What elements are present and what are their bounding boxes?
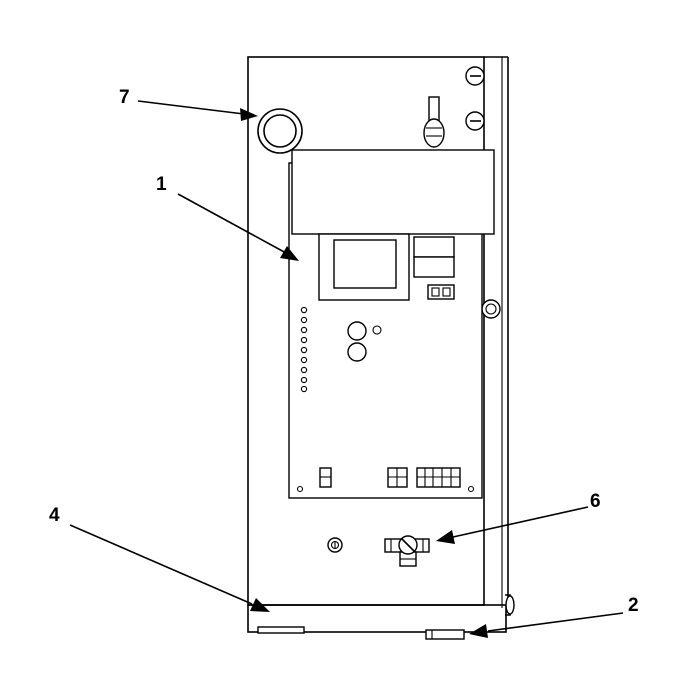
control-board-item-1 xyxy=(288,149,495,499)
callout-labels: 7 1 4 6 2 xyxy=(49,87,639,616)
top-cable-fitting xyxy=(423,96,445,148)
side-bolt-upper xyxy=(465,66,485,86)
valve-fitting-item-6 xyxy=(384,535,430,567)
two-pin-connector xyxy=(427,284,455,300)
four-pin-connector xyxy=(387,467,408,488)
panel-screw xyxy=(327,537,343,553)
small-connector xyxy=(319,467,332,488)
callout-4: 4 xyxy=(49,505,60,526)
multi-pin-connector xyxy=(416,467,461,488)
callout-7: 7 xyxy=(119,87,130,108)
leader-lines xyxy=(69,100,624,638)
transformer-block xyxy=(318,233,410,301)
cabinet-enclosure xyxy=(247,56,515,634)
relay-pair xyxy=(413,236,455,278)
capacitors xyxy=(347,321,382,362)
led-indicator-column xyxy=(300,306,308,393)
callout-2: 2 xyxy=(628,595,639,616)
callout-6: 6 xyxy=(590,491,601,512)
bottom-latch-item-2 xyxy=(425,629,465,640)
side-bolt-middle xyxy=(465,111,485,131)
round-port-item-7 xyxy=(257,108,303,154)
callout-1: 1 xyxy=(156,174,167,195)
side-bolt-lower xyxy=(481,299,501,319)
